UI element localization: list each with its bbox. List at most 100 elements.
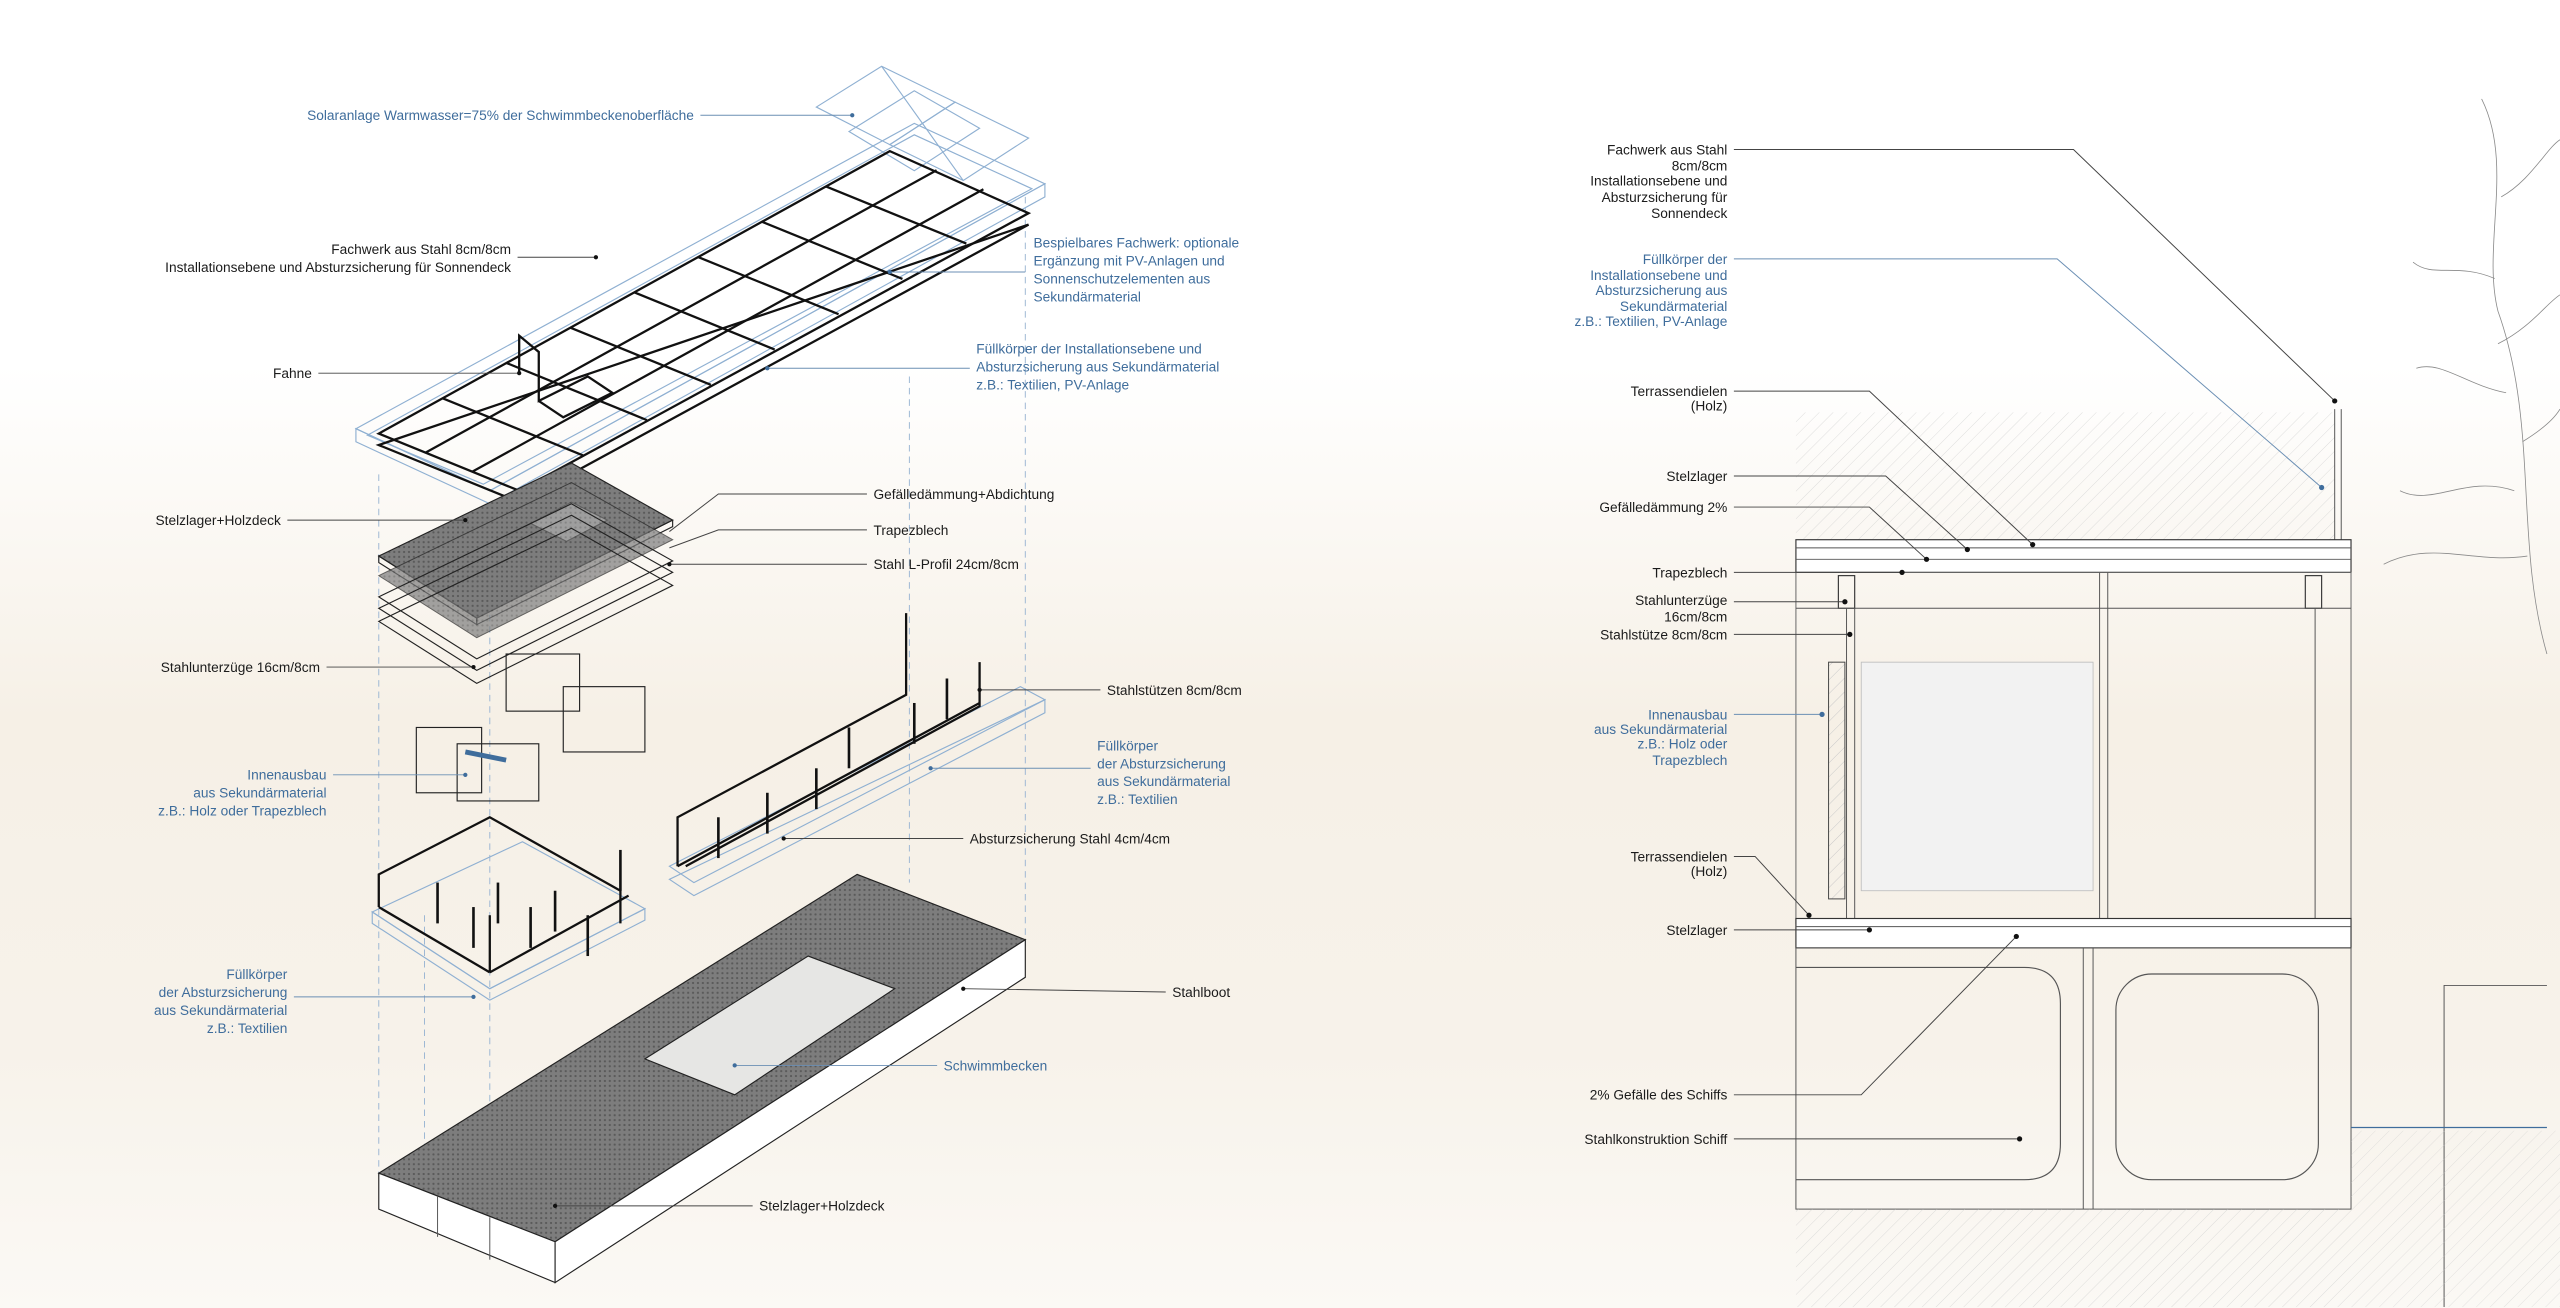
- svg-text:der Absturzsicherung: der Absturzsicherung: [1097, 756, 1226, 771]
- label-unterzuege: Stahlunterzüge 16cm/8cm: [161, 660, 476, 675]
- svg-text:(Holz): (Holz): [1691, 864, 1728, 879]
- label-stahlboot: Stahlboot: [961, 985, 1230, 1000]
- sec-label-fuellkoerper: Füllkörper der Installationsebene und Ab…: [1574, 252, 2325, 491]
- svg-text:Innenausbau: Innenausbau: [1648, 707, 1727, 722]
- truss-member: [471, 188, 984, 473]
- svg-text:Stahlunterzüge 16cm/8cm: Stahlunterzüge 16cm/8cm: [161, 660, 320, 675]
- svg-text:Stelzlager+Holzdeck: Stelzlager+Holzdeck: [156, 513, 281, 528]
- interior-modules: [415, 653, 646, 802]
- sec-label-gefaelledaemmung: Gefälledämmung 2%: [1599, 500, 1930, 562]
- svg-text:z.B.: Holz oder Trapezblech: z.B.: Holz oder Trapezblech: [158, 804, 326, 819]
- svg-text:aus Sekundärmaterial: aus Sekundärmaterial: [1097, 774, 1230, 789]
- label-fachwerk: Fachwerk aus Stahl 8cm/8cm Installations…: [165, 242, 599, 275]
- svg-text:Stelzlager: Stelzlager: [1666, 923, 1727, 938]
- label-solar: Solaranlage Warmwasser=75% der Schwimmbe…: [307, 108, 855, 123]
- terrain-steps: [2351, 984, 2560, 1308]
- section-annotations: Fachwerk aus Stahl 8cm/8cm Installations…: [1574, 142, 2338, 1147]
- svg-text:Absturzsicherung aus Sekundärm: Absturzsicherung aus Sekundärmaterial: [976, 360, 1219, 375]
- label-stuetzen: Stahlstützen 8cm/8cm: [977, 683, 1242, 698]
- svg-text:aus Sekundärmaterial: aus Sekundärmaterial: [1594, 722, 1727, 737]
- interior-lining: [1828, 661, 1846, 900]
- svg-text:Absturzsicherung Stahl 4cm/4cm: Absturzsicherung Stahl 4cm/4cm: [970, 831, 1170, 846]
- svg-text:Trapezblech: Trapezblech: [1652, 753, 1727, 768]
- axonometry-annotations: Solaranlage Warmwasser=75% der Schwimmbe…: [154, 108, 1242, 1214]
- svg-text:2% Gefälle des Schiffs: 2% Gefälle des Schiffs: [1590, 1088, 1728, 1103]
- solar-panels: [815, 65, 1030, 182]
- svg-text:Füllkörper der: Füllkörper der: [1643, 252, 1728, 267]
- svg-text:Fachwerk aus Stahl 8cm/8cm: Fachwerk aus Stahl 8cm/8cm: [331, 242, 511, 257]
- svg-text:Solaranlage Warmwasser=75% der: Solaranlage Warmwasser=75% der Schwimmbe…: [307, 108, 694, 123]
- sec-label-trapezblech: Trapezblech: [1652, 565, 1905, 580]
- railing-frame-left: [371, 815, 647, 1001]
- svg-text:Installationsebene und: Installationsebene und: [1590, 173, 1727, 188]
- svg-text:16cm/8cm: 16cm/8cm: [1664, 609, 1727, 624]
- svg-text:Stelzlager: Stelzlager: [1666, 469, 1727, 484]
- svg-text:Fahne: Fahne: [273, 366, 312, 381]
- deck-stack: [377, 462, 674, 685]
- truss-member: [425, 169, 938, 454]
- svg-text:aus Sekundärmaterial: aus Sekundärmaterial: [154, 1003, 287, 1018]
- svg-text:z.B.: Textilien: z.B.: Textilien: [1097, 792, 1177, 807]
- svg-text:Absturzsicherung für: Absturzsicherung für: [1602, 190, 1728, 205]
- steel-boat: [377, 873, 1027, 1284]
- svg-text:Bespielbares Fachwerk: optiona: Bespielbares Fachwerk: optionale: [1033, 235, 1239, 250]
- label-bespielbar: Bespielbares Fachwerk: optionale Ergänzu…: [887, 235, 1240, 304]
- truss-member: [506, 361, 648, 422]
- label-stelzlager-holzdeck-top: Stelzlager+Holzdeck: [156, 513, 468, 528]
- sec-label-innenausbau: Innenausbau aus Sekundärmaterial z.B.: H…: [1594, 707, 1825, 768]
- svg-text:z.B.: Textilien: z.B.: Textilien: [207, 1021, 287, 1036]
- label-l-profil: Stahl L-Profil 24cm/8cm: [667, 557, 1019, 572]
- svg-text:Stahlstützen 8cm/8cm: Stahlstützen 8cm/8cm: [1107, 683, 1242, 698]
- sec-label-stuetze: Stahlstütze 8cm/8cm: [1600, 627, 1853, 642]
- tree-sketch: [2383, 98, 2560, 655]
- svg-text:Trapezblech: Trapezblech: [1652, 565, 1727, 580]
- exploded-axonometry: [354, 65, 1047, 1284]
- svg-text:aus Sekundärmaterial: aus Sekundärmaterial: [193, 786, 326, 801]
- svg-text:Installationsebene und: Installationsebene und: [1590, 268, 1727, 283]
- svg-text:Füllkörper: Füllkörper: [226, 967, 287, 982]
- label-absturzsicherung: Absturzsicherung Stahl 4cm/4cm: [781, 831, 1170, 846]
- svg-text:Ergänzung mit PV-Anlagen und: Ergänzung mit PV-Anlagen und: [1033, 253, 1224, 268]
- svg-text:Stelzlager+Holzdeck: Stelzlager+Holzdeck: [759, 1199, 884, 1214]
- truss-member: [697, 256, 840, 316]
- svg-text:Sonnendeck: Sonnendeck: [1651, 206, 1727, 221]
- svg-text:8cm/8cm: 8cm/8cm: [1672, 159, 1728, 174]
- svg-text:(Holz): (Holz): [1691, 399, 1728, 414]
- swimming-pool: [643, 955, 896, 1096]
- svg-text:der Absturzsicherung: der Absturzsicherung: [159, 985, 288, 1000]
- svg-text:z.B.: Textilien, PV-Anlage: z.B.: Textilien, PV-Anlage: [976, 378, 1129, 393]
- label-trapezblech: Trapezblech: [669, 523, 948, 549]
- truss-member: [825, 185, 967, 245]
- railing-frame-right: [668, 613, 1047, 897]
- sec-label-stelzlager-top: Stelzlager: [1666, 469, 1970, 553]
- svg-text:z.B.: Holz oder: z.B.: Holz oder: [1637, 737, 1727, 752]
- sec-label-terrassendielen-bottom: Terrassendielen (Holz): [1631, 849, 1812, 918]
- svg-text:Gefälledämmung 2%: Gefälledämmung 2%: [1599, 500, 1727, 515]
- svg-text:Füllkörper der Installationseb: Füllkörper der Installationsebene und: [976, 342, 1201, 357]
- top-filler-frame: [354, 122, 1047, 505]
- railing-posts: [436, 678, 949, 957]
- truss-member: [633, 291, 776, 351]
- svg-text:Füllkörper: Füllkörper: [1097, 738, 1158, 753]
- truss-member: [761, 220, 903, 280]
- label-gefaelle: Gefälledämmung+Abdichtung: [669, 487, 1054, 532]
- svg-text:Stahlstütze 8cm/8cm: Stahlstütze 8cm/8cm: [1600, 627, 1727, 642]
- svg-text:Installationsebene und Absturz: Installationsebene und Absturzsicherung …: [165, 260, 511, 275]
- truss-member: [569, 326, 712, 386]
- svg-text:Sekundärmaterial: Sekundärmaterial: [1620, 299, 1727, 314]
- svg-text:Sonnenschutzelementen aus: Sonnenschutzelementen aus: [1033, 271, 1210, 286]
- sec-label-unterzuege: Stahlunterzüge 16cm/8cm: [1635, 593, 1848, 624]
- svg-text:z.B.: Textilien, PV-Anlage: z.B.: Textilien, PV-Anlage: [1574, 314, 1727, 329]
- label-fuellkoerper-install: Füllkörper der Installationsebene und Ab…: [765, 342, 1219, 393]
- steel-truss: [375, 149, 1032, 504]
- sec-label-gefaelle-schiff: 2% Gefälle des Schiffs: [1590, 933, 2019, 1103]
- label-stelzlager-holzdeck-bottom: Stelzlager+Holzdeck: [552, 1199, 885, 1214]
- svg-text:Sekundärmaterial: Sekundärmaterial: [1033, 289, 1140, 304]
- label-schwimmbecken: Schwimmbecken: [732, 1058, 1047, 1073]
- svg-text:Innenausbau: Innenausbau: [247, 768, 326, 783]
- svg-text:Terrassendielen: Terrassendielen: [1631, 849, 1728, 864]
- svg-text:Stahl L-Profil 24cm/8cm: Stahl L-Profil 24cm/8cm: [873, 557, 1018, 572]
- svg-text:Stahlboot: Stahlboot: [1172, 985, 1230, 1000]
- svg-text:Stahlunterzüge: Stahlunterzüge: [1635, 593, 1728, 608]
